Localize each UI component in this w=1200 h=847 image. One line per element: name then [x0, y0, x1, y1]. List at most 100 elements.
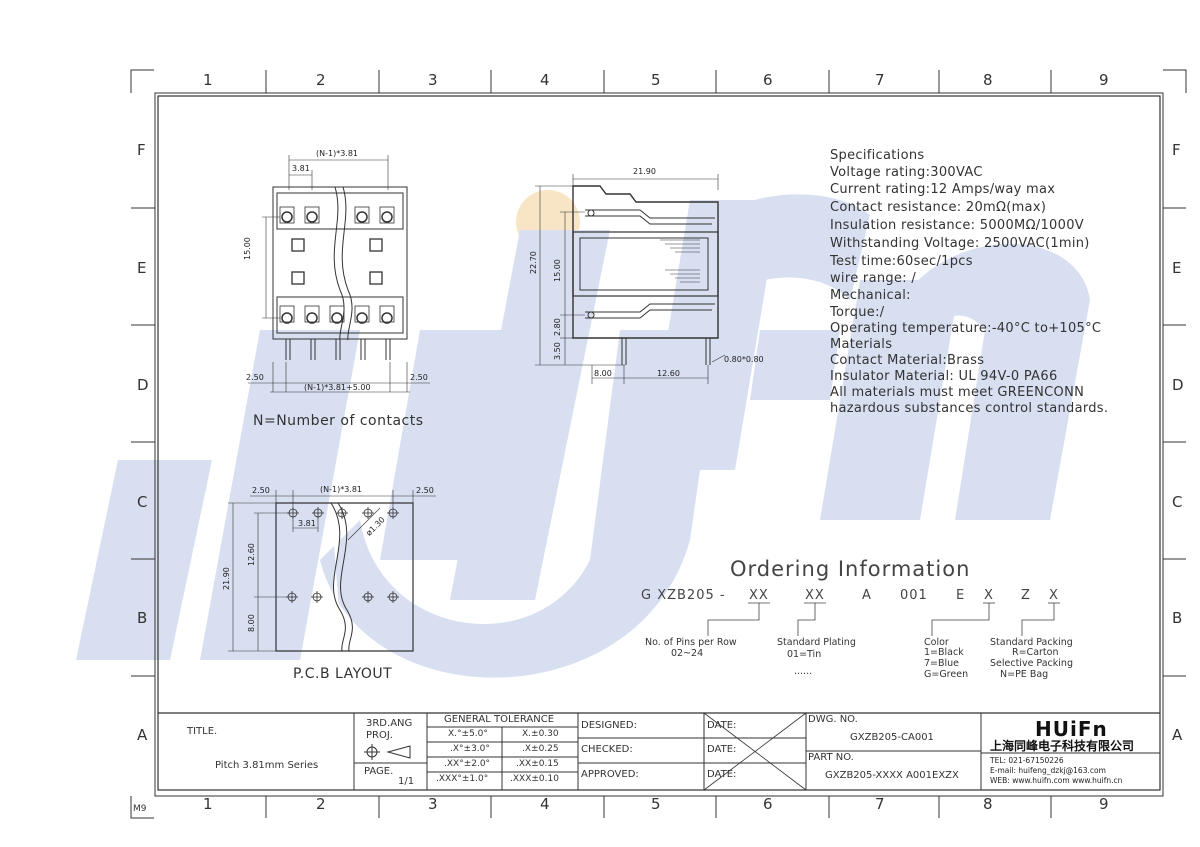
corner-mark: M9	[133, 804, 147, 814]
tolerance-linear-1: .X±0.25	[522, 744, 559, 754]
frame	[130, 69, 1187, 819]
row-label-right-D: D	[1172, 376, 1184, 394]
dwg-no-label: DWG. NO.	[808, 714, 858, 725]
side-dim-overall-height: 22.70	[529, 251, 538, 274]
front-view	[248, 155, 430, 393]
ordering-code-z: Z	[1021, 588, 1031, 603]
spec-line: hazardous substances control standards.	[830, 401, 1109, 416]
tolerance-angle-2: .XX°±2.0°	[444, 759, 491, 769]
pcb-layout	[228, 490, 436, 652]
side-dim-2-80: 2.80	[553, 318, 562, 336]
company-email: E-mail: huifeng_dzkj@163.com	[990, 766, 1106, 775]
row-label-right-A: A	[1172, 726, 1183, 744]
tolerance-angle-0: X.°±5.0°	[448, 729, 488, 739]
company-web: WEB: www.huifn.com www.huifn.cn	[990, 776, 1123, 785]
title-value: Pitch 3.81mm Series	[215, 760, 319, 771]
column-label-bottom-1: 1	[203, 795, 213, 813]
tolerance-angle-3: .XXX°±1.0°	[436, 774, 489, 784]
spec-line: Specifications	[830, 148, 925, 163]
row-label-A: A	[137, 726, 148, 744]
column-label-bottom-9: 9	[1099, 795, 1109, 813]
spec-line: Test time:60sec/1pcs	[830, 254, 973, 269]
title-label: TITLE.	[187, 726, 218, 737]
part-no-label: PART NO.	[808, 752, 854, 763]
proj-label: PROJ.	[366, 730, 393, 741]
ordering-code-color: X	[984, 588, 994, 603]
column-label-bottom-2: 2	[316, 795, 326, 813]
note-color-green: G=Green	[924, 669, 969, 680]
side-dim-pin: 0.80*0.80	[724, 355, 764, 364]
front-dim-right: 2.50	[410, 373, 428, 382]
pcb-dim-8-00: 8.00	[247, 614, 256, 632]
angle-label: 3RD.ANG	[366, 718, 413, 729]
pcb-dim-pitch-top: (N-1)*3.81	[320, 485, 363, 494]
front-dim-pitch-top: (N-1)*3.81	[316, 149, 359, 158]
spec-line: wire range: /	[830, 271, 917, 286]
column-label-6: 6	[763, 71, 773, 89]
note-packing-carton: R=Carton	[1012, 647, 1059, 658]
page-value: 1/1	[398, 776, 415, 787]
side-dim-3-50: 3.50	[553, 342, 562, 360]
ordering-code-e: E	[956, 588, 966, 603]
checked-label: CHECKED:	[581, 744, 633, 755]
note-plating-title: Standard Plating	[777, 637, 856, 648]
row-label-right-E: E	[1172, 259, 1182, 277]
company-name-cn: 上海同峰电子科技有限公司	[990, 739, 1135, 753]
row-label-B: B	[137, 609, 148, 627]
company-logo: HUiFn	[1035, 717, 1108, 741]
company-tel: TEL: 021-67150226	[990, 756, 1064, 765]
pcb-dim-total: 21.90	[222, 567, 231, 590]
front-caption: N=Number of contacts	[253, 413, 424, 429]
column-label-3: 3	[428, 71, 438, 89]
column-label-1: 1	[203, 71, 213, 89]
tolerance-angle-1: .X°±3.0°	[450, 744, 490, 754]
row-label-C: C	[137, 493, 148, 511]
note-color-title: Color	[924, 637, 949, 648]
front-dim-pitch: 3.81	[292, 164, 310, 173]
watermark-logo	[76, 190, 1090, 678]
column-label-bottom-6: 6	[763, 795, 773, 813]
dwg-no-value: GXZB205-CA001	[850, 732, 934, 743]
spec-line: Insulator Material: UL 94V-0 PA66	[830, 369, 1058, 384]
part-no-value: GXZB205-XXXX A001EXZX	[825, 770, 959, 781]
column-label-4: 4	[540, 71, 550, 89]
pcb-caption: P.C.B LAYOUT	[293, 666, 393, 682]
note-plating-tin: 01=Tin	[787, 649, 822, 660]
note-pins-title: No. of Pins per Row	[645, 637, 737, 648]
spec-line: Contact Material:Brass	[830, 353, 985, 368]
pcb-dim-right: 2.50	[416, 486, 434, 495]
pcb-dim-pitch: 3.81	[298, 519, 316, 528]
note-packing-selective: Selective Packing	[990, 658, 1073, 669]
pcb-dim-12-60: 12.60	[247, 543, 256, 566]
date-label-3: DATE:	[707, 769, 737, 780]
note-packing-title: Standard Packing	[990, 637, 1073, 648]
tolerance-linear-0: X.±0.30	[522, 729, 559, 739]
spec-line: Operating temperature:-40°C to+105°C	[830, 321, 1102, 336]
row-label-right-B: B	[1172, 609, 1183, 627]
row-label-right-C: C	[1172, 493, 1183, 511]
date-label-2: DATE:	[707, 744, 737, 755]
ordering-code-pins: XX	[749, 588, 769, 603]
pcb-dim-left: 2.50	[252, 486, 270, 495]
spec-line: Torque:/	[830, 305, 885, 320]
ordering-leaders	[707, 602, 1060, 636]
column-label-bottom-3: 3	[428, 795, 438, 813]
column-label-bottom-8: 8	[983, 795, 993, 813]
ordering-code-packing: X	[1049, 588, 1059, 603]
spec-line: Materials	[830, 337, 893, 352]
date-label-1: DATE:	[707, 720, 737, 731]
page-label: PAGE.	[364, 766, 394, 777]
note-color-blue: 7=Blue	[924, 658, 960, 669]
column-label-2: 2	[316, 71, 326, 89]
ordering-code-a: A	[862, 588, 872, 603]
front-dim-overall: (N-1)*3.81+5.00	[304, 383, 371, 392]
spec-line: Current rating:12 Amps/way max	[830, 182, 1056, 197]
approved-label: APPROVED:	[581, 769, 639, 780]
note-plating-more: ......	[794, 666, 813, 677]
spec-line: Insulation resistance: 5000MΩ/1000V	[830, 218, 1084, 233]
spec-line: All materials must meet GREENCONN	[830, 385, 1085, 400]
ordering-code-001: 001	[900, 588, 928, 603]
column-label-7: 7	[875, 71, 885, 89]
